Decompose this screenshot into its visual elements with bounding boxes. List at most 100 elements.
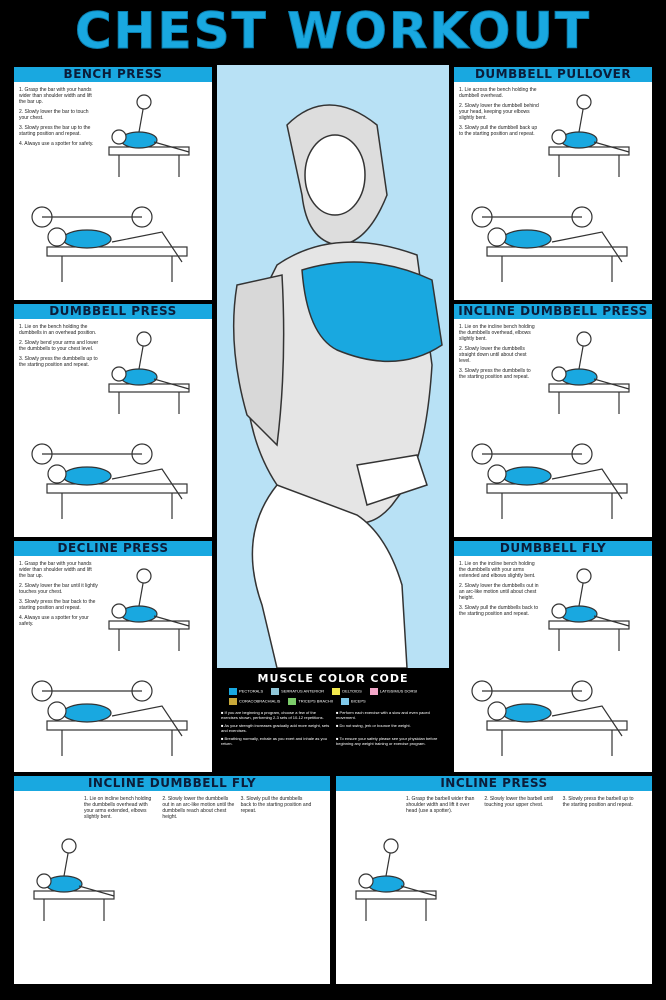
legend-label: BICEPS [351, 698, 366, 704]
section-bench-press [12, 65, 214, 302]
section-content: BENCH PRESS 1. Grasp the bar with your ha… [14, 67, 212, 300]
instruction-step: 2. Slowly bend your arms and lower the d… [19, 340, 99, 352]
exercise-illustration [471, 680, 628, 756]
instruction-step: 2. Slowly lower the dumbbell behind your… [459, 103, 539, 121]
section-dumbbell-press [12, 302, 214, 539]
color-swatch [229, 688, 237, 695]
instruction-step: 3. Slowly pull the dumbbells back to the… [240, 796, 312, 814]
exercise-illustration [108, 94, 190, 177]
legend-item: SERRATUS ANTERIOR [271, 688, 324, 695]
section-header: INCLINE DUMBBELL PRESS [454, 304, 652, 319]
instruction-step: 2. Slowly lower the dumbbells out in an … [459, 583, 539, 601]
legend-label: TRICEPS BRACHII [298, 698, 334, 704]
exercise-illustration [108, 568, 190, 651]
instruction-step: 1. Lie on the incline bench holding the … [459, 561, 536, 579]
tip: Do not swing, jerk or bounce the weight. [336, 723, 445, 733]
instructions: 1. Grasp the barbell wider than shoulder… [406, 796, 636, 814]
tip: Breathing normally, exhale as you exert … [221, 736, 330, 746]
section-content: INCLINE PRESS 1. Grasp the barbell wider … [336, 776, 652, 984]
section-content: DUMBBELL PRESS 1. Lie on the bench holdin… [14, 304, 212, 537]
section-incline-dumbbell-press [452, 302, 654, 539]
legend-item: CORACOBRACHIALIS [229, 698, 280, 705]
exercise-illustration [548, 331, 630, 414]
legend-item: LATISSIMUS DORSI [369, 688, 418, 695]
instructions: 1. Grasp the bar with your hands wider t… [19, 87, 99, 151]
muscle-color-code: MUSCLE COLOR CODE PECTORALS SERRATUS ANTE… [217, 668, 449, 772]
color-swatch [332, 688, 341, 695]
exercise-illustration [471, 206, 628, 282]
instruction-step: 1. Lie on the bench holding the dumbbell… [19, 324, 97, 336]
exercise-illustration [355, 838, 437, 921]
instruction-step: 1. Grasp the bar with your hands wider t… [19, 87, 92, 105]
instruction-step: 2. Slowly lower the bar to touch your ch… [19, 109, 89, 121]
instruction-step: 1. Lie on the incline bench holding the … [459, 324, 535, 342]
instruction-step: 1. Grasp the bar with your hands wider t… [19, 561, 92, 579]
instruction-step: 4. Always use a spotter for safety. [19, 141, 94, 147]
section-content: INCLINE DUMBBELL PRESS 1. Lie on the incl… [454, 304, 652, 537]
exercise-illustration [31, 443, 188, 519]
tip: To ensure your safety please see your ph… [336, 736, 445, 746]
exercise-illustration [548, 94, 630, 177]
section-header: BENCH PRESS [14, 67, 212, 82]
exercise-illustration [548, 568, 630, 651]
section-content: DECLINE PRESS 1. Grasp the bar with your … [14, 541, 212, 772]
legend-label: LATISSIMUS DORSI [379, 688, 418, 694]
instruction-step: 2. Slowly lower the bar until it lightly… [19, 583, 98, 595]
instruction-step: 1. Lie on incline bench holding the dumb… [84, 796, 152, 820]
exercise-illustration [108, 331, 190, 414]
tip: If you are beginning a program, choose a… [221, 710, 330, 720]
section-header: DUMBBELL PRESS [14, 304, 212, 319]
instruction-step: 2. Slowly lower the dumbbells out in an … [162, 796, 235, 820]
section-header: INCLINE PRESS [336, 776, 652, 791]
instruction-step: 3. Slowly press the dumbbells to the sta… [459, 368, 531, 380]
section-dumbbell-fly [452, 539, 654, 774]
section-content: DUMBBELL PULLOVER 1. Lie across the bench… [454, 67, 652, 300]
poster-title: CHEST WORKOUT [74, 2, 592, 61]
instruction-step: 4. Always use a spotter for your safety. [19, 615, 89, 627]
instructions: 1. Lie on the bench holding the dumbbell… [19, 324, 99, 372]
instructions: 1. Grasp the bar with your hands wider t… [19, 561, 99, 631]
legend-item: BICEPS [341, 698, 366, 705]
color-swatch [288, 698, 297, 705]
instructions: 1. Lie on the incline bench holding the … [459, 561, 539, 621]
tip: Perform each exercise with a slow and ev… [336, 710, 445, 720]
instruction-step: 3. Slowly press the dumbbells up to the … [19, 356, 98, 368]
instruction-step: 3. Slowly pull the dumbbell back up to t… [459, 125, 538, 137]
section-dumbbell-pullover [452, 65, 654, 302]
color-swatch [229, 698, 237, 705]
section-content: INCLINE DUMBBELL FLY 1. Lie on incline be… [14, 776, 330, 984]
instruction-step: 1. Grasp the barbell wider than shoulder… [406, 796, 475, 814]
instruction-step: 2. Slowly lower the barbell until touchi… [484, 796, 553, 808]
color-code-title: MUSCLE COLOR CODE [257, 672, 409, 685]
instruction-step: 3. Slowly press the barbell up to the st… [562, 796, 634, 808]
section-header: DECLINE PRESS [14, 541, 212, 556]
legend-item: TRICEPS BRACHII [288, 698, 333, 705]
exercise-illustration [31, 680, 188, 756]
exercise-illustration [31, 206, 188, 282]
section-header: DUMBBELL PULLOVER [454, 67, 652, 82]
legend-label: CORACOBRACHIALIS [239, 698, 281, 704]
color-swatch [369, 688, 378, 695]
legend-label: PECTORALS [239, 688, 264, 694]
instructions: 1. Lie on the incline bench holding the … [459, 324, 539, 384]
section-decline-press [12, 539, 214, 774]
legend-item: PECTORALS [229, 688, 263, 695]
instructions: 1. Lie on incline bench holding the dumb… [84, 796, 314, 822]
instruction-step: 3. Slowly pull the dumbbells back to the… [459, 605, 539, 617]
instruction-step: 2. Slowly lower the dumbbells straight d… [459, 346, 527, 364]
instruction-step: 3. Slowly press the bar back to the star… [19, 599, 96, 611]
instructions: 1. Lie across the bench holding the dumb… [459, 87, 539, 141]
color-swatch [271, 688, 280, 695]
instruction-step: 1. Lie across the bench holding the dumb… [459, 87, 537, 99]
legend-label: DELTOIDS [342, 688, 362, 694]
legend-item: DELTOIDS [332, 688, 362, 695]
tip: As your strength increases gradually add… [221, 723, 330, 733]
exercise-illustration [471, 443, 628, 519]
legend-label: SERRATUS ANTERIOR [281, 688, 325, 694]
section-header: INCLINE DUMBBELL FLY [14, 776, 330, 791]
anatomy-illustration [217, 65, 449, 669]
color-swatch [341, 698, 350, 705]
exercise-illustration [33, 838, 115, 921]
instruction-step: 3. Slowly press the bar up to the starti… [19, 125, 91, 137]
